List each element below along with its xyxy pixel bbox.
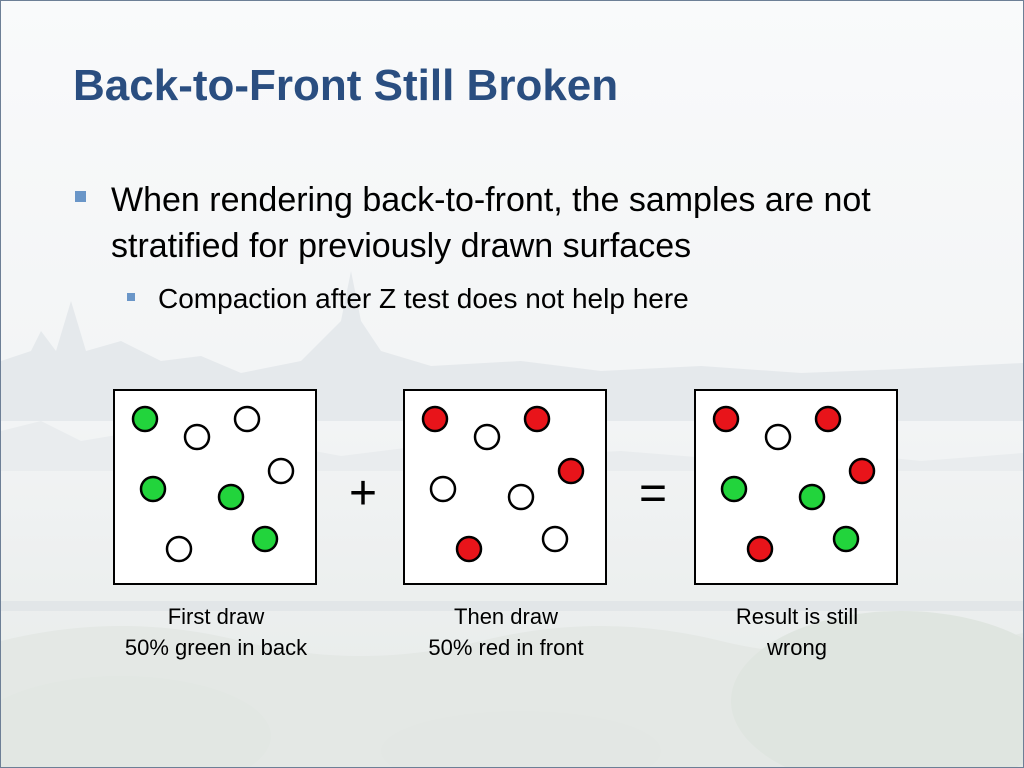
sample-grid xyxy=(421,405,585,563)
sample-green xyxy=(217,483,245,511)
bullet-text: When rendering back-to-front, the sample… xyxy=(111,181,871,265)
sample-red xyxy=(557,457,585,485)
panel-then-draw xyxy=(403,389,607,585)
sample-red xyxy=(523,405,551,433)
sample-empty xyxy=(507,483,535,511)
sample-red xyxy=(848,457,876,485)
plus-operator: + xyxy=(348,467,378,520)
sample-green xyxy=(251,525,279,553)
sample-green xyxy=(832,525,860,553)
panel-result xyxy=(694,389,898,585)
sample-empty xyxy=(267,457,295,485)
sample-red xyxy=(421,405,449,433)
sample-grid xyxy=(712,405,876,563)
caption-first-draw: First draw 50% green in back xyxy=(96,601,336,663)
sample-green xyxy=(131,405,159,433)
caption-line: Then draw xyxy=(454,604,558,629)
sample-red xyxy=(712,405,740,433)
square-bullet-icon xyxy=(127,293,135,301)
sample-empty xyxy=(541,525,569,553)
caption-line: First draw xyxy=(167,604,265,629)
caption-line: 50% green in back xyxy=(124,635,308,660)
caption-result: Result is still wrong xyxy=(677,601,917,663)
slide-title: Back-to-Front Still Broken xyxy=(73,61,619,110)
caption-then-draw: Then draw 50% red in front xyxy=(386,601,626,663)
equals-operator: = xyxy=(638,467,668,520)
caption-line: 50% red in front xyxy=(428,635,584,660)
sample-red xyxy=(746,535,774,563)
sample-green xyxy=(798,483,826,511)
bullet-level-1: When rendering back-to-front, the sample… xyxy=(75,177,955,269)
sample-green xyxy=(720,475,748,503)
sample-empty xyxy=(473,423,501,451)
sample-grid xyxy=(131,405,295,563)
sample-red xyxy=(814,405,842,433)
sample-green xyxy=(139,475,167,503)
sample-empty xyxy=(233,405,261,433)
sample-empty xyxy=(764,423,792,451)
sample-empty xyxy=(429,475,457,503)
caption-line: wrong xyxy=(767,635,827,660)
square-bullet-icon xyxy=(75,191,86,202)
sub-bullet-text: Compaction after Z test does not help he… xyxy=(158,283,689,314)
caption-line: Result is still xyxy=(735,604,859,629)
sample-empty xyxy=(165,535,193,563)
bullet-level-2: Compaction after Z test does not help he… xyxy=(127,282,927,316)
sample-red xyxy=(455,535,483,563)
panel-first-draw xyxy=(113,389,317,585)
sample-empty xyxy=(183,423,211,451)
